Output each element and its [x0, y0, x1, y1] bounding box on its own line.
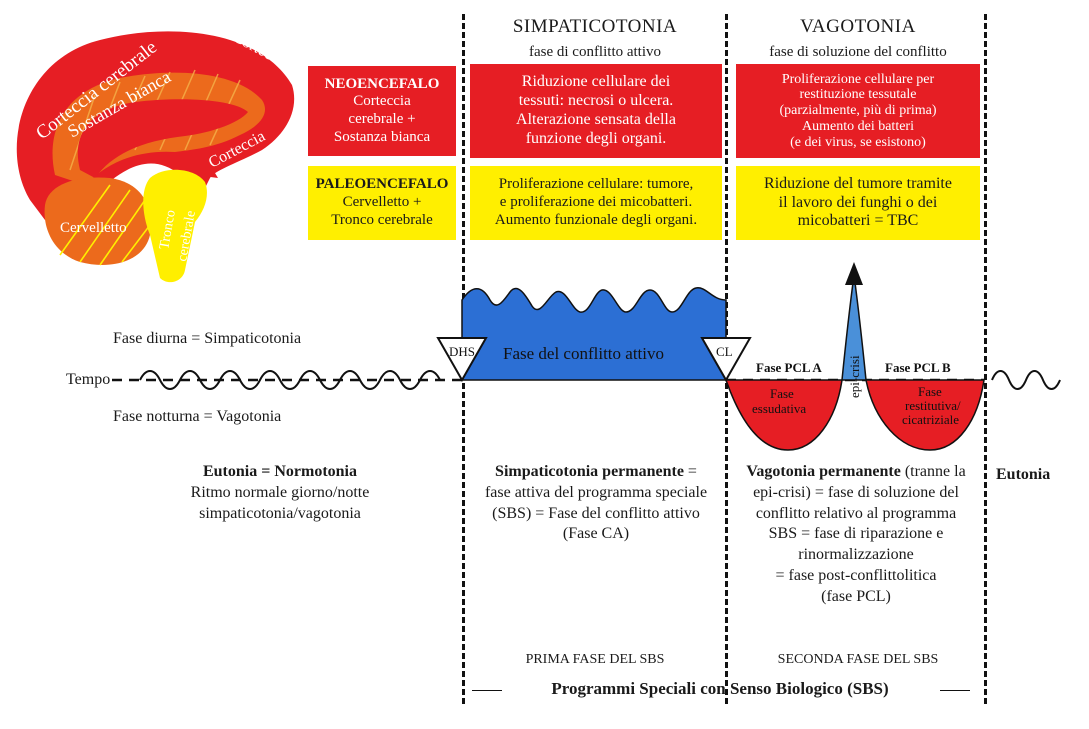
essudativa-label: essudativa [752, 401, 806, 416]
conflitto-attivo-label: Fase del conflitto attivo [503, 344, 664, 363]
neoencefalo-line: cerebrale + [348, 111, 416, 127]
epicrisi-arrow-icon [845, 262, 863, 285]
divider-right [984, 14, 987, 704]
pcl-a-label: Fase PCL A [756, 360, 822, 375]
header-vagotonia-title: VAGOTONIA [800, 16, 916, 37]
neoencefalo-line: Corteccia [353, 93, 411, 110]
simpaticotonia-rest: = [683, 463, 697, 480]
pcl-a-area [724, 379, 843, 451]
header-simpaticotonia: SIMPATICOTONIA fase di conflitto attivo [470, 16, 720, 61]
restitutiva-label: Fase [918, 384, 942, 399]
pcl-b-label: Fase PCL B [885, 360, 951, 375]
paleo-simpatico-line: Proliferazione cellulare: tumore, [498, 176, 694, 193]
paleo-vago-line: il lavoro dei funghi o dei [778, 193, 938, 211]
eutonia-right-label: Eutonia [996, 466, 1051, 483]
brainstem-shape [143, 169, 207, 283]
paleo-vago-line: micobatteri = TBC [797, 212, 919, 230]
neo-vago-line: Aumento dei batteri [802, 118, 914, 134]
paleoencefalo-line: Tronco cerebrale [331, 211, 433, 228]
neo-simpatico-line: Riduzione cellulare dei [521, 73, 671, 91]
paleoencefalo-box: PALEOENCEFALO Cervelletto + Tronco cereb… [308, 166, 456, 240]
vagotonia-rest: (tranne la [900, 463, 966, 480]
prima-fase-label: PRIMA FASE DEL SBS [525, 652, 665, 667]
fase-notturna-label: Fase notturna = Vagotonia [113, 408, 282, 425]
fase-diurna-label: Fase diurna = Simpaticotonia [113, 330, 302, 347]
vagotonia-line: = fase post-conflittolitica [775, 566, 937, 584]
vagotonia-first-line: Vagotonia permanente (tranne la [730, 462, 982, 483]
neo-vago-line: Proliferazione cellulare per [781, 71, 935, 87]
pcl-b-area [865, 379, 985, 451]
paleo-simpatico-box: Proliferazione cellulare: tumore, e prol… [470, 166, 722, 240]
dhs-label: DHS [449, 344, 475, 359]
simpaticotonia-line: fase attiva del programma speciale [484, 483, 708, 501]
eutonia-title: Eutonia = Normotonia [202, 463, 357, 480]
paleo-simpatico-line: e proliferazione dei micobatteri. [499, 194, 693, 211]
paleo-vago-box: Riduzione del tumore tramite il lavoro d… [736, 166, 980, 240]
brain-inner-cortex-shape [77, 99, 248, 178]
neo-simpatico-line: tessuti: necrosi o ulcera. [518, 92, 674, 110]
footer-line-right [940, 690, 970, 691]
paleo-simpatico-line: Aumento funzionale degli organi. [494, 211, 698, 228]
neo-simpatico-box: Riduzione cellulare dei tessuti: necrosi… [470, 64, 722, 158]
cl-triangle-icon [700, 337, 752, 383]
eutonia-description: Eutonia = Normotonia Ritmo normale giorn… [170, 462, 390, 524]
simpaticotonia-first-line: Simpaticotonia permanente = [468, 462, 724, 483]
neo-vago-line: (parzialmente, più di prima) [779, 103, 937, 119]
header-simpaticotonia-title: SIMPATICOTONIA [512, 16, 678, 37]
brainstem-tip [203, 168, 218, 178]
simpaticotonia-description: Simpaticotonia permanente = fase attiva … [468, 462, 724, 545]
vagotonia-line: SBS = fase di riparazione e [768, 525, 944, 543]
simpaticotonia-line: (Fase CA) [562, 525, 630, 543]
restitutiva-label: restitutiva/ [905, 398, 961, 413]
essudativa-label: Fase [770, 386, 794, 401]
paleo-vago-line: Riduzione del tumore tramite [764, 174, 952, 192]
normotonia-wave [139, 370, 441, 390]
vagotonia-description: Vagotonia permanente (tranne la epi-cris… [730, 462, 982, 608]
vagotonia-bold: Vagotonia permanente [746, 463, 901, 480]
paleoencefalo-title: PALEOENCEFALO [315, 176, 449, 193]
header-vagotonia-subtitle: fase di soluzione del conflitto [769, 44, 947, 60]
label-cervelletto: Cervelletto [60, 220, 127, 236]
vagotonia-line: rinormalizzazione [798, 546, 914, 564]
neo-vago-line: (e dei virus, se esistono) [790, 134, 926, 150]
vagotonia-line: epi-crisi) = fase di soluzione del [753, 483, 959, 501]
tempo-label: Tempo [66, 371, 111, 388]
neo-vago-box: Proliferazione cellulare per restituzion… [736, 64, 980, 158]
vagotonia-line: conflitto relativo al programma [755, 504, 957, 522]
brain-illustration: Corteccia cerebrale Sostanza bianca Cort… [16, 29, 300, 283]
seconda-fase-label: SECONDA FASE DEL SBS [777, 652, 939, 667]
neo-simpatico-line: funzione degli organi. [525, 129, 667, 147]
header-vagotonia: VAGOTONIA fase di soluzione del conflitt… [734, 16, 982, 61]
header-simpaticotonia-subtitle: fase di conflitto attivo [528, 44, 662, 60]
epicrisi-label: epi-crisi [847, 355, 862, 398]
neoencefalo-line: Sostanza bianca [333, 128, 431, 145]
label-tronco: Tronco [157, 209, 179, 251]
vagotonia-line: (fase PCL) [821, 587, 891, 605]
eutonia-line: Ritmo normale giorno/notte [190, 483, 370, 501]
dhs-triangle-icon [436, 337, 488, 383]
cl-label: CL [716, 344, 733, 359]
eutonia-wave [991, 370, 1061, 390]
neo-vago-line: restituzione tessutale [799, 87, 917, 103]
timeline-graphic: DHS CL Fase del conflitto attivo Fase PC… [112, 262, 1061, 451]
simpaticotonia-bold: Simpaticotonia permanente [495, 463, 684, 480]
neoencefalo-title: NEOENCEFALO [324, 75, 440, 92]
footer-title: Programmi Speciali con Senso Biologico (… [551, 679, 889, 698]
footer-line-left [472, 690, 502, 691]
neo-simpatico-line: Alterazione sensata della [516, 111, 676, 128]
restitutiva-label: cicatriziale [902, 412, 959, 427]
neoencefalo-box: NEOENCEFALO Corteccia cerebrale + Sostan… [308, 66, 456, 156]
conflitto-attivo-area [461, 287, 727, 381]
eutonia-line: simpaticotonia/vagotonia [199, 504, 361, 522]
paleoencefalo-line: Cervelletto + [342, 194, 422, 211]
simpaticotonia-line: (SBS) = Fase del conflitto attivo [492, 504, 700, 522]
cerebellum-hatching [59, 184, 151, 266]
